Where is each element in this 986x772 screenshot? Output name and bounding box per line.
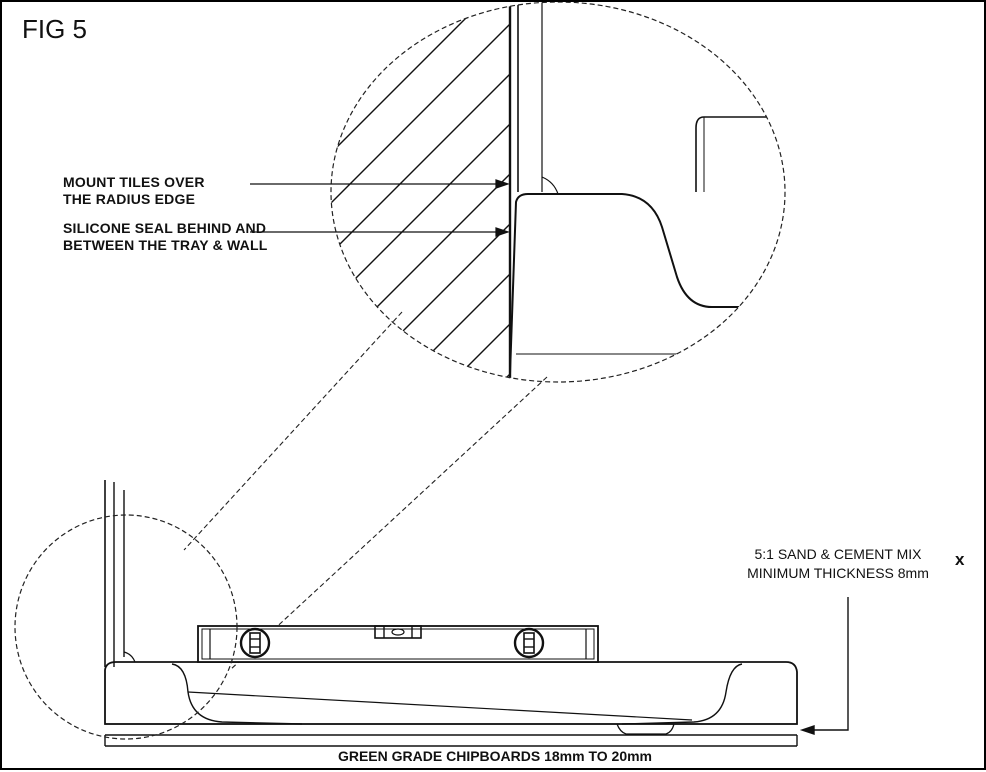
waste-outlet <box>616 723 675 735</box>
level-bubble-top <box>374 625 422 639</box>
callout-arrows <box>250 179 510 237</box>
overall-view <box>104 480 798 747</box>
magnifier-outline <box>330 2 786 383</box>
chipboard-label: GREEN GRADE CHIPBOARDS 18mm TO 20mm <box>337 748 653 764</box>
silicone-bead <box>541 176 559 195</box>
callout-mount-tiles: MOUNT TILES OVER THE RADIUS EDGE <box>63 174 205 208</box>
tray-basin <box>171 663 303 725</box>
callout-silicone-seal-line2: BETWEEN THE TRAY & WALL <box>63 237 268 253</box>
callout-silicone-seal-line1: SILICONE SEAL BEHIND AND <box>63 220 267 236</box>
figure-title: FIG 5 <box>22 14 88 44</box>
tray-profile-zoom <box>509 193 785 375</box>
zoom-connector-top <box>183 311 403 551</box>
callout-mount-tiles-line2: THE RADIUS EDGE <box>63 191 196 207</box>
callout-mount-tiles-line1: MOUNT TILES OVER <box>63 174 205 190</box>
mix-note-arrow <box>799 597 849 735</box>
callout-silicone-seal: SILICONE SEAL BEHIND AND BETWEEN THE TRA… <box>63 220 268 254</box>
shower-tray <box>104 661 798 725</box>
sand-cement-note-line1: 5:1 SAND & CEMENT MIX <box>754 546 922 562</box>
level-bubble-right <box>513 627 545 659</box>
corner-seal <box>123 651 136 663</box>
x-marker: x <box>955 550 965 569</box>
sand-cement-note-line2: MINIMUM THICKNESS 8mm <box>747 565 929 581</box>
level-bubble-left <box>239 627 271 659</box>
sand-cement-note: 5:1 SAND & CEMENT MIX MINIMUM THICKNESS … <box>722 545 954 583</box>
wall-hatching <box>331 2 510 382</box>
magnified-detail <box>331 2 785 382</box>
fitting-zoom <box>695 116 785 192</box>
detail-circle <box>14 514 238 740</box>
spirit-level <box>197 625 599 663</box>
